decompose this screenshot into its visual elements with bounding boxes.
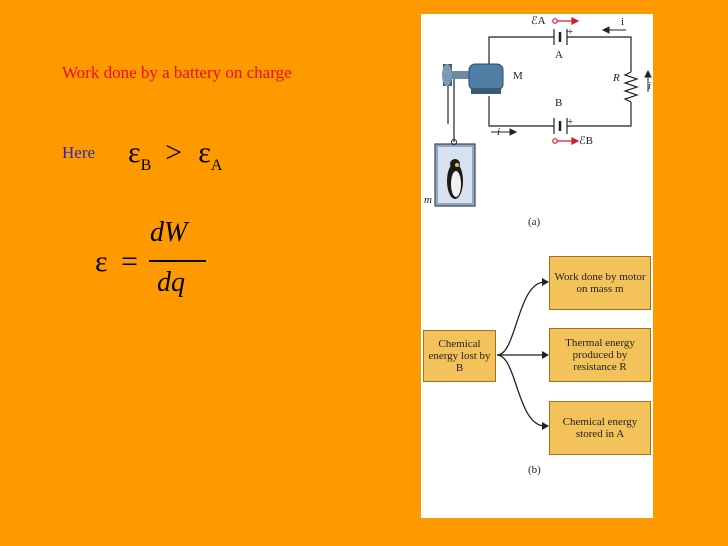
flow-target-chemical-box: Chemical energy stored in A xyxy=(549,401,651,455)
here-label: Here xyxy=(62,143,96,162)
resistor-label: R xyxy=(613,72,620,84)
emf-inequality: εB>εA xyxy=(128,136,222,174)
current-top-label: i xyxy=(621,16,625,28)
formula-numerator: dW xyxy=(150,217,188,248)
emf-a-subscript: A xyxy=(210,157,223,174)
circuit-diagram xyxy=(434,17,652,430)
flow-target-motor-label: Work done by motor on mass m xyxy=(554,271,646,295)
battery-a-plus: + xyxy=(567,26,574,38)
battery-a-label: A xyxy=(555,49,563,61)
flow-target-chemical-label: Chemical energy stored in A xyxy=(562,416,638,440)
flow-target-motor-box: Work done by motor on mass m xyxy=(549,256,651,310)
formula-equals: = xyxy=(121,245,138,278)
emf-b-subscript: B xyxy=(140,157,152,174)
slide-title: Work done by a battery on charge xyxy=(62,63,292,82)
emf-b-symbol: ε xyxy=(128,136,141,169)
caption-a: (a) xyxy=(528,216,541,228)
fraction-bar xyxy=(149,260,206,262)
formula-emf-symbol: ε xyxy=(95,245,108,278)
caption-b: (b) xyxy=(528,464,541,476)
flow-source-box: Chemical energy lost by B xyxy=(423,330,496,382)
flow-target-thermal-label: Thermal energy produced by resistance R xyxy=(565,337,635,373)
battery-b-label: B xyxy=(555,97,563,109)
mass-label: m xyxy=(424,194,432,206)
figure-panel: ℰA + A i M R i B + i ℰB m (a) Chemical e… xyxy=(421,14,653,518)
emf-b-label: ℰB xyxy=(579,135,593,147)
greater-than-sign: > xyxy=(165,136,183,169)
flow-target-thermal-box: Thermal energy produced by resistance R xyxy=(549,328,651,382)
flow-source-label: Chemical energy lost by B xyxy=(428,338,491,374)
emf-formula: ε = dW dq xyxy=(95,215,225,315)
battery-b-plus: + xyxy=(567,116,574,128)
motor-label: M xyxy=(513,70,523,82)
formula-denominator: dq xyxy=(157,267,185,298)
current-bottom-label: i xyxy=(497,126,501,138)
emf-a-symbol: ε xyxy=(198,136,211,169)
emf-a-label: ℰA xyxy=(531,15,546,27)
current-right-label: i xyxy=(648,80,652,92)
